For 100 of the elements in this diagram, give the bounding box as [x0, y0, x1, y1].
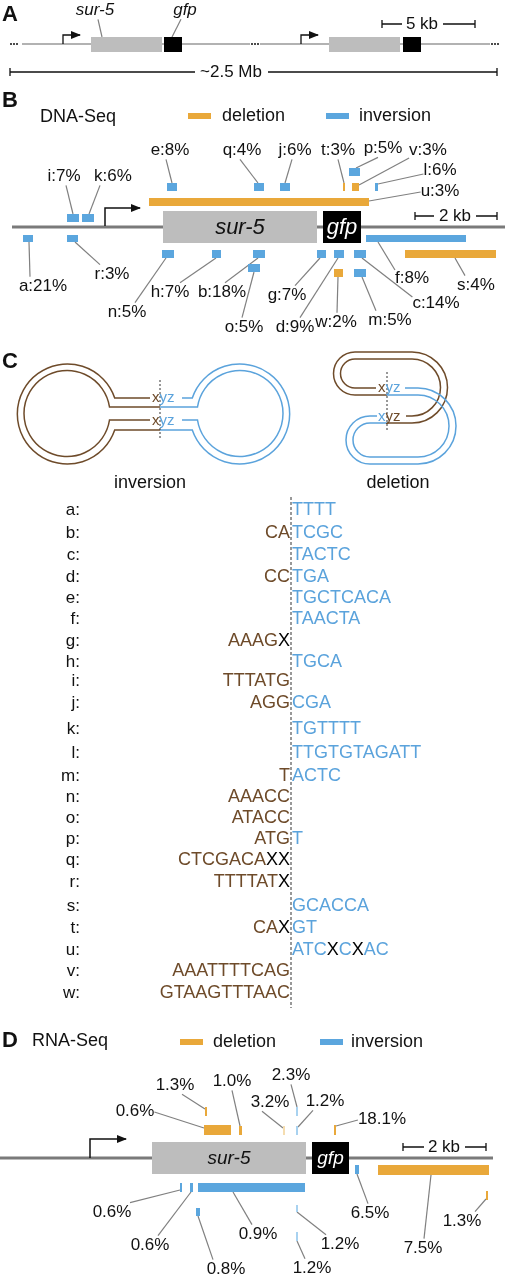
row-label: p: — [65, 829, 80, 849]
leader-line — [224, 257, 259, 284]
leader-line — [232, 1191, 253, 1226]
inversion-bar — [317, 250, 326, 258]
sequence-text: TGCTCACA — [292, 588, 391, 608]
panel-letter: C — [2, 348, 18, 374]
scale-label: 5 kb — [405, 14, 439, 34]
gene-label: gfp — [326, 214, 358, 240]
percentage-label: r:3% — [94, 264, 130, 284]
sequence-motif-label: xyz — [152, 411, 175, 429]
row-label: s: — [66, 896, 80, 916]
percentage-label: a:21% — [18, 276, 68, 296]
percentage-label: 7.5% — [403, 1238, 443, 1258]
row-label: l: — [71, 743, 80, 763]
sequence-text: GCACCA — [292, 896, 369, 916]
percentage-label: o:5% — [224, 317, 264, 337]
row-label: n: — [65, 787, 80, 807]
row-label: d: — [65, 567, 80, 587]
row-label: i: — [71, 671, 80, 691]
percentage-label: 2.3% — [271, 1065, 311, 1085]
inversion-bar — [354, 250, 366, 258]
drawing-caption: deletion — [366, 473, 430, 493]
sequence-text: GTAAGTTTAAC — [159, 983, 290, 1003]
row-label: r: — [69, 872, 80, 892]
row-label: q: — [65, 850, 80, 870]
percentage-label: 1.3% — [155, 1075, 195, 1095]
leader-line — [377, 241, 396, 271]
percentage-label: 1.0% — [212, 1071, 252, 1091]
percentage-label: h:7% — [150, 282, 190, 302]
gene-box — [329, 37, 400, 52]
row-label: w: — [63, 983, 80, 1003]
leader-line — [241, 271, 255, 319]
percentage-label: 0.6% — [92, 1202, 132, 1222]
leader-line — [336, 276, 339, 314]
inversion-bar — [334, 250, 344, 258]
percentage-label: l:6% — [423, 160, 457, 180]
row-label: j: — [71, 693, 80, 713]
row-label: o: — [65, 808, 80, 828]
leader-line — [454, 257, 466, 277]
leader-line — [355, 156, 379, 169]
sequence-text: TGA — [292, 567, 329, 587]
row-label: c: — [66, 545, 80, 565]
sequence-text: GT — [292, 918, 317, 938]
leader-line — [157, 1191, 192, 1237]
legend-label: deletion — [222, 106, 286, 126]
sequence-text: TACTC — [292, 545, 351, 565]
gene-label: gfp — [173, 0, 197, 20]
leader-line — [474, 1198, 487, 1213]
leader-line — [377, 173, 425, 185]
inversion-bar — [375, 183, 378, 191]
leader-line — [65, 184, 74, 215]
percentage-label: b:18% — [197, 282, 247, 302]
percentage-label: s:4% — [457, 275, 495, 295]
gene-label: gfp — [317, 1147, 344, 1169]
percentage-label: d:9% — [275, 317, 315, 337]
percentage-label: c:14% — [412, 293, 460, 313]
gene-label: sur-5 — [75, 0, 115, 20]
leader-line — [129, 1189, 181, 1204]
sequence-text: CTCGACAXX — [177, 850, 290, 870]
percentage-label: 0.6% — [115, 1101, 155, 1121]
leader-line — [337, 158, 345, 184]
inversion-bar — [254, 183, 264, 191]
row-label: k: — [66, 719, 80, 739]
percentage-label: i:7% — [47, 166, 81, 186]
sequence-text: TGCA — [292, 652, 342, 672]
row-label: a: — [65, 500, 80, 520]
percentage-label: 1.2% — [320, 1234, 360, 1254]
sequence-text: ACTC — [292, 766, 341, 786]
deletion-bar — [334, 269, 343, 277]
gene-label: sur-5 — [215, 214, 265, 240]
sequence-motif-label: xyz — [378, 407, 401, 425]
inversion-bar — [253, 250, 265, 258]
track-title: RNA-Seq — [32, 1031, 109, 1051]
leader-line — [361, 257, 413, 298]
row-label: t: — [70, 918, 80, 938]
leader-line — [239, 158, 259, 184]
leader-line — [423, 1174, 432, 1240]
inversion-bar — [366, 235, 466, 242]
row-label: b: — [65, 523, 80, 543]
row-label: e: — [65, 588, 80, 608]
inversion-bar — [67, 214, 79, 222]
track-title: DNA-Seq — [40, 107, 117, 127]
row-label: m: — [61, 766, 80, 786]
sequence-text: T — [279, 766, 290, 786]
sequence-motif-label: xyz — [378, 378, 401, 396]
row-label: u: — [65, 940, 80, 960]
leader-line — [153, 1111, 205, 1129]
percentage-label: k:6% — [94, 166, 132, 186]
row-label: h: — [65, 652, 80, 672]
percentage-label: 6.5% — [350, 1203, 390, 1223]
deletion-bar — [378, 1165, 489, 1175]
sequence-text: ATCXCXAC — [292, 940, 389, 960]
percentage-label: 1.3% — [442, 1211, 482, 1231]
leader-line — [368, 191, 422, 202]
sequence-text: ATACC — [231, 808, 290, 828]
sequence-text: TTTATG — [222, 671, 290, 691]
leader-line — [296, 1211, 327, 1236]
sequence-text: AGG — [250, 693, 290, 713]
inversion-bar — [162, 250, 174, 258]
leader-line — [294, 257, 321, 287]
